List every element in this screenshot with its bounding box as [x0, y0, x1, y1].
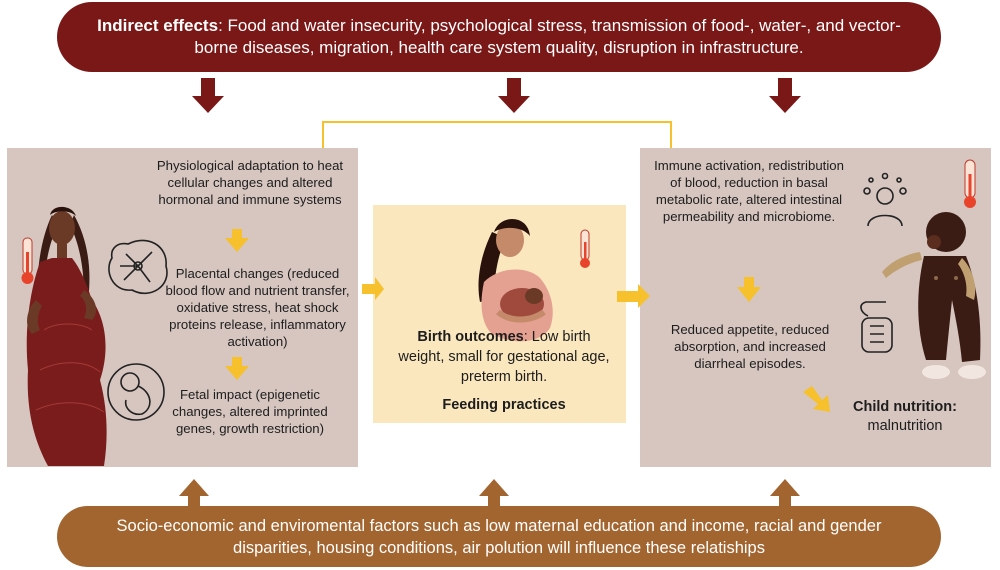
up-arrow-center — [479, 479, 509, 508]
feeding-connector-line — [322, 121, 672, 148]
down-arrow-left — [192, 78, 224, 113]
immune-activation-text: Immune activation, redistribution of blo… — [654, 158, 844, 224]
birth-outcomes-text: Birth outcomes: Low birth weight, small … — [395, 327, 613, 387]
toddler-illustration — [882, 212, 986, 379]
indirect-effects-text: Indirect effects: Food and water insecur… — [85, 15, 913, 59]
physiological-adaptation-text: Physiological adaptation to heat cellula… — [156, 158, 344, 207]
placental-changes-text: Placental changes (reduced blood flow an… — [165, 266, 350, 349]
thermometer-icon-left — [21, 237, 34, 284]
placenta-icon — [108, 239, 168, 295]
up-arrow-left — [179, 479, 209, 508]
arrow-center-to-right — [617, 284, 650, 308]
indirect-effects-title: Indirect effects — [97, 16, 219, 35]
mother-baby-illustration — [478, 218, 553, 342]
indirect-effects-banner: Indirect effects: Food and water insecur… — [57, 2, 941, 72]
arrow-left-to-center — [362, 277, 384, 300]
fetus-icon — [107, 363, 165, 421]
right-step-arrow-2 — [803, 386, 830, 412]
immune-person-icon — [863, 172, 907, 227]
intestine-icon — [860, 301, 893, 353]
up-arrow-right — [770, 479, 800, 508]
child-nutrition-value: malnutrition — [867, 418, 943, 434]
pregnant-woman-illustration — [26, 206, 107, 466]
down-arrow-right — [769, 78, 801, 113]
thermometer-icon-center — [580, 229, 590, 268]
reduced-appetite-text: Reduced appetite, reduced absorption, an… — [670, 322, 830, 371]
down-arrow-center — [498, 78, 530, 113]
left-step-arrow-1 — [225, 229, 249, 252]
thermometer-icon-right — [964, 159, 976, 208]
birth-outcomes-title: Birth outcomes — [417, 329, 524, 345]
left-step-arrow-2 — [225, 357, 249, 380]
right-step-arrow-1 — [737, 277, 761, 302]
birth-outcomes-body: : Low birth weight, small for gestationa… — [398, 329, 610, 385]
fetal-impact-text: Fetal impact (epigenetic changes, altere… — [172, 387, 328, 436]
socioeconomic-factors-banner: Socio-economic and enviromental factors … — [57, 506, 941, 567]
feeding-practices-label: Feeding practices — [442, 397, 566, 413]
child-nutrition-title: Child nutrition: — [853, 399, 957, 415]
indirect-effects-body: : Food and water insecurity, psychologic… — [194, 16, 901, 57]
socioeconomic-factors-text: Socio-economic and enviromental factors … — [116, 516, 882, 557]
